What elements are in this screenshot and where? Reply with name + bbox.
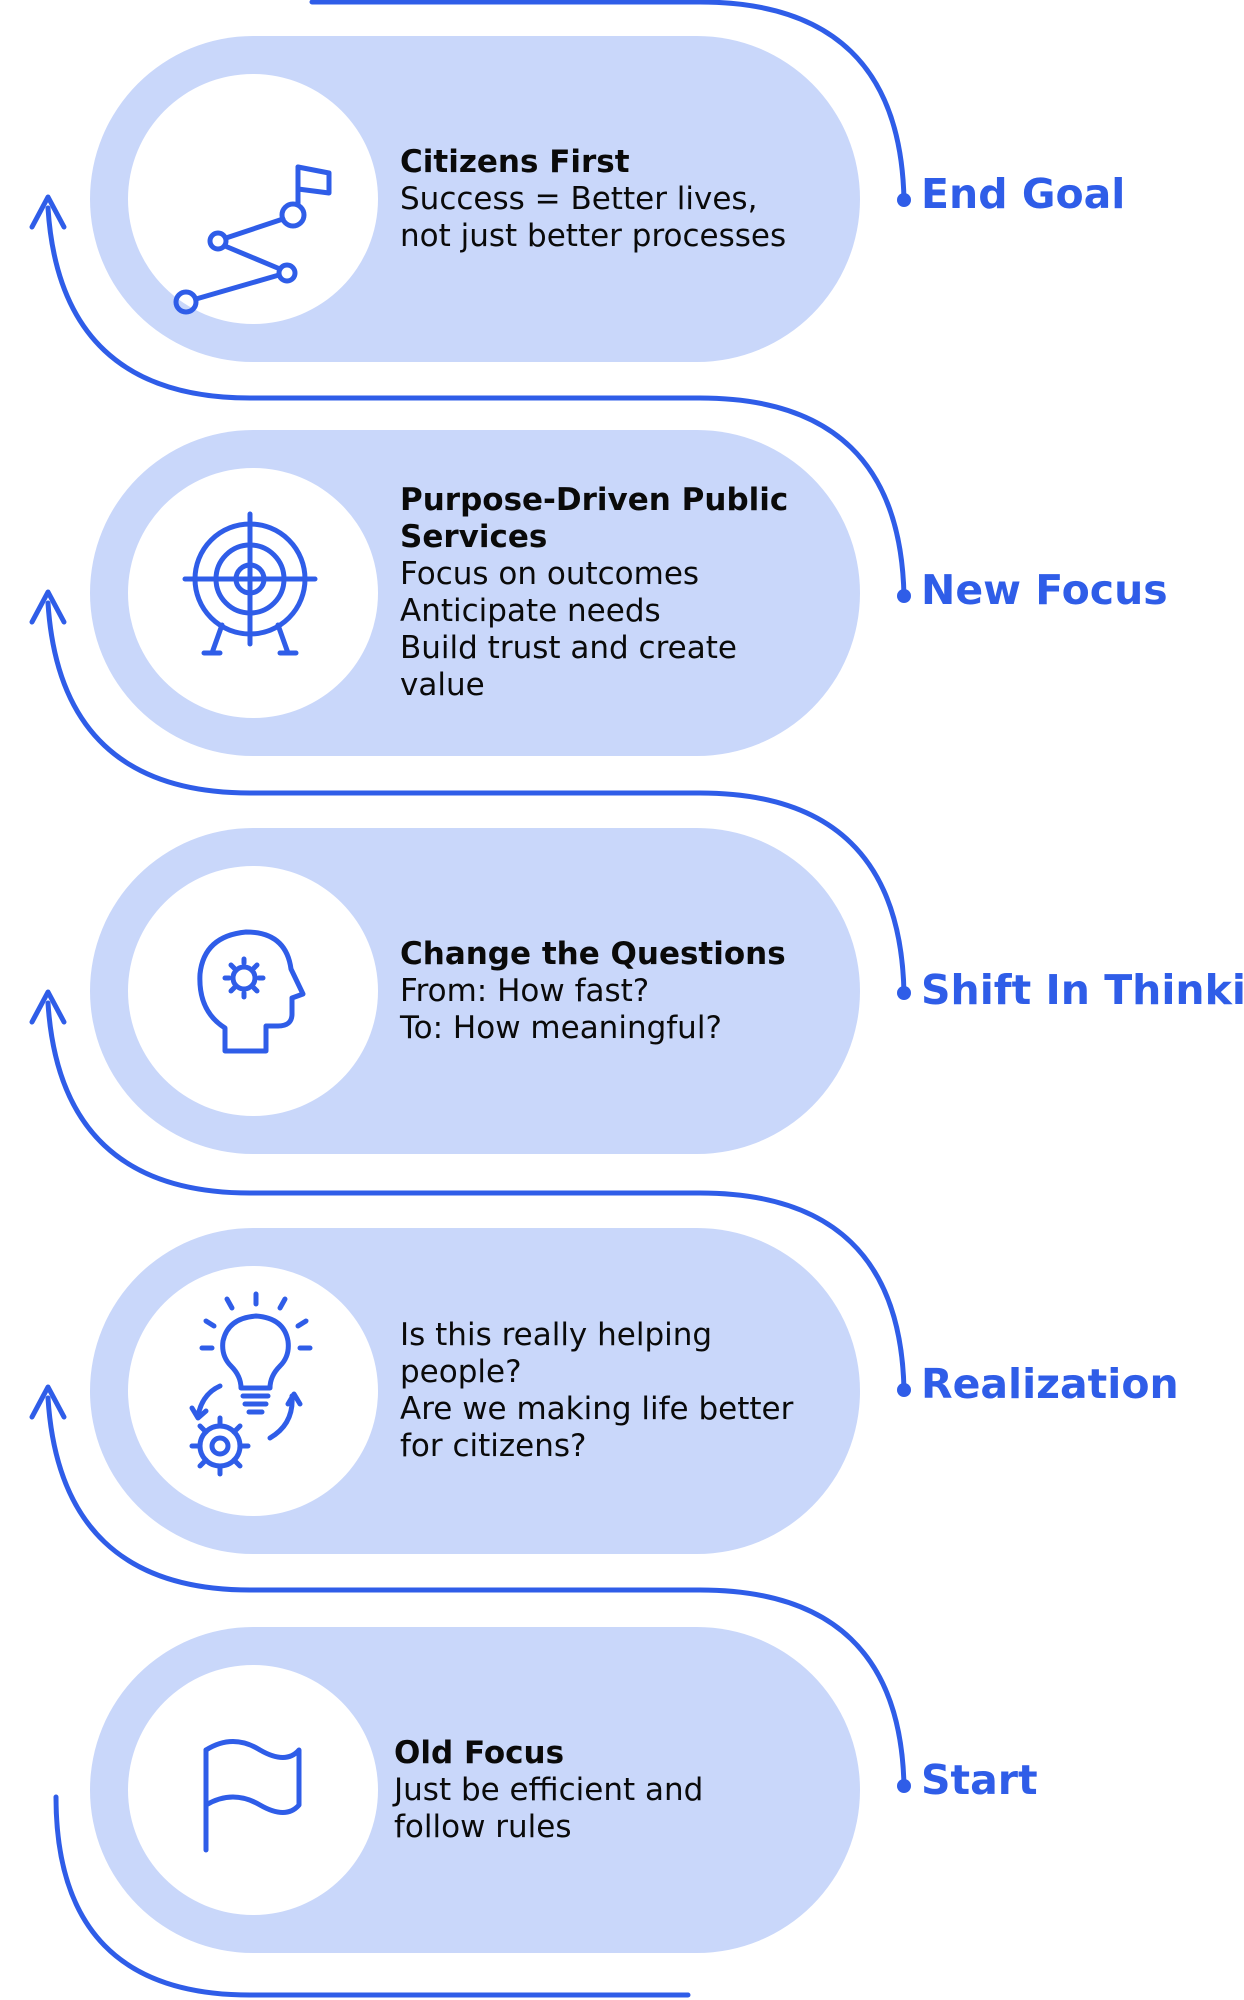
stage-start: Old Focus Just be efficient and follow r… (90, 1627, 860, 1953)
head-gear-icon (197, 929, 306, 1054)
stage-shift-in-thinking: Change the Questions From: How fast? To:… (90, 828, 860, 1154)
stage-title: Purpose-Driven Public Services (400, 482, 789, 555)
stage-end-goal: Citizens First Success = Better lives, n… (90, 36, 860, 362)
stage-text: Purpose-Driven Public Services Focus on … (400, 430, 820, 756)
stage-title: Citizens First (400, 143, 630, 180)
stage-line: Are we making life better (400, 1391, 794, 1427)
flag-icon (203, 1739, 302, 1853)
label-realization: Realization (921, 1360, 1179, 1408)
stage-line: Success = Better lives, (400, 180, 758, 217)
stage-line: To: How meaningful? (400, 1009, 722, 1046)
icon-circle (128, 1266, 378, 1516)
icon-circle (128, 866, 378, 1116)
stage-line: value (400, 667, 485, 703)
stage-line: Build trust and create (400, 630, 737, 666)
stage-line: From: How fast? (400, 972, 650, 1009)
label-new-focus: New Focus (921, 566, 1168, 614)
stage-text: Change the Questions From: How fast? To:… (400, 828, 820, 1154)
label-shift-in-thinking: Shift In Thinking (921, 966, 1244, 1014)
lightbulb-gear-icon (189, 1291, 313, 1477)
label-start: Start (921, 1756, 1038, 1804)
stage-line: follow rules (394, 1808, 572, 1845)
stage-title: Old Focus (394, 1734, 565, 1771)
stage-line: not just better processes (400, 217, 787, 254)
stage-line: Is this really helping (400, 1317, 713, 1353)
stage-line: people? (400, 1354, 522, 1390)
stage-line: Just be efficient and (394, 1771, 704, 1808)
stage-line: Anticipate needs (400, 593, 661, 629)
stage-text: Is this really helping people? Are we ma… (400, 1228, 820, 1554)
stage-realization: Is this really helping people? Are we ma… (90, 1228, 860, 1554)
icon-circle (128, 1665, 378, 1915)
icon-circle (128, 468, 378, 718)
stage-title: Change the Questions (400, 935, 786, 972)
stage-line: Focus on outcomes (400, 556, 700, 592)
stage-new-focus: Purpose-Driven Public Services Focus on … (90, 430, 860, 756)
stage-text: Old Focus Just be efficient and follow r… (394, 1627, 820, 1953)
icon-circle (128, 74, 378, 324)
stage-line: for citizens? (400, 1428, 587, 1464)
stage-text: Citizens First Success = Better lives, n… (400, 36, 820, 362)
label-end-goal: End Goal (921, 170, 1126, 218)
route-flag-icon (173, 164, 332, 315)
target-icon (182, 511, 318, 656)
